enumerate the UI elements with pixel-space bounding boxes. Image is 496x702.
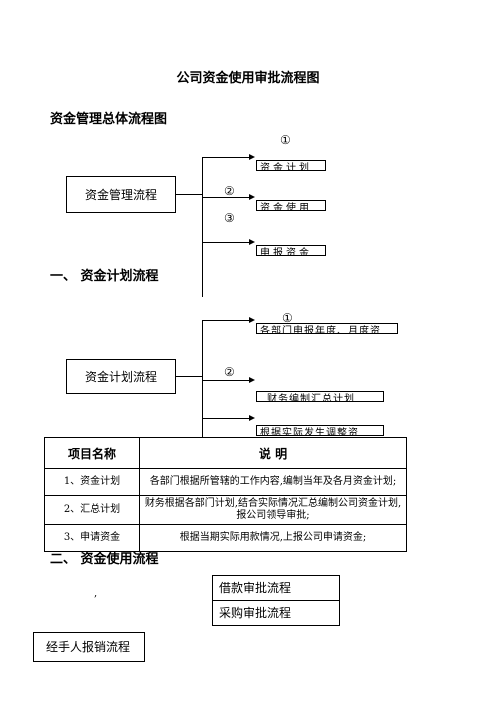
borrow-approval-item: 借款审批流程 <box>219 581 292 595</box>
plan-description-table: 项目名称 说 明 1、资金计划 各部门根据所管辖的工作内容,编制当年及各月资金计… <box>44 437 407 552</box>
plan-branch-1-box: 各部门申报年度、月度资 <box>256 323 398 334</box>
overall-trunk <box>202 157 203 297</box>
overall-num-2: ② <box>224 184 235 198</box>
overall-branch-1-box: 资金计划 <box>256 160 326 171</box>
overall-branch-2-line <box>202 197 249 198</box>
table-cell-name: 2、汇总计划 <box>44 495 140 525</box>
plan-num-2: ② <box>224 365 235 379</box>
stray-mark: , <box>94 588 98 599</box>
table-cell-desc: 根据当期实际用款情况,上报公司申请资金; <box>139 524 407 552</box>
table-header-desc: 说 明 <box>139 437 407 469</box>
usage-flow-stack: 借款审批流程 采购审批流程 <box>212 575 340 626</box>
overall-branch-1-line <box>202 157 249 158</box>
plan-trunk <box>202 320 203 437</box>
page-title: 公司资金使用审批流程图 <box>176 71 320 86</box>
table-header-name: 项目名称 <box>44 437 140 469</box>
plan-branch-3-line <box>202 418 249 419</box>
overall-branch-3-arrow <box>249 239 255 245</box>
overall-num-1: ① <box>280 133 291 147</box>
plan-num-1: ① <box>282 311 293 325</box>
section1-heading: 一、 资金计划流程 <box>50 269 159 284</box>
table-cell-desc: 各部门根据所管辖的工作内容,编制当年及各月资金计划; <box>139 468 407 496</box>
overall-num-3: ③ <box>224 211 235 225</box>
table-row: 2、汇总计划 财务根据各部门计划,结合实际情况汇总编制公司资金计划,报公司领导审… <box>44 495 407 525</box>
plan-branch-1-arrow <box>249 317 255 323</box>
overall-branch-2-box: 资金使用 <box>256 200 326 211</box>
reimbursement-flow-box: 经手人报销流程 <box>33 632 145 662</box>
overall-branch-2-arrow <box>249 194 255 200</box>
overall-main-box: 资金管理流程 <box>66 176 176 213</box>
overall-branch-3-box: 申报资金 <box>256 245 326 256</box>
table-row: 1、资金计划 各部门根据所管辖的工作内容,编制当年及各月资金计划; <box>44 468 407 496</box>
plan-main-box: 资金计划流程 <box>66 359 176 394</box>
purchase-approval-item: 采购审批流程 <box>213 600 339 625</box>
table-cell-name: 3、申请资金 <box>44 524 140 552</box>
overall-flow-heading: 资金管理总体流程图 <box>50 112 168 127</box>
table-cell-name: 1、资金计划 <box>44 468 140 496</box>
table-header-row: 项目名称 说 明 <box>44 437 407 469</box>
table-cell-desc: 财务根据各部门计划,结合实际情况汇总编制公司资金计划,报公司领导审批; <box>139 495 407 525</box>
plan-branch-2-box: 财务编制汇总计划 <box>256 391 384 402</box>
overall-branch-1-arrow <box>249 154 255 160</box>
plan-connector <box>176 376 202 377</box>
plan-branch-3-box: 根据实际发生调整资 <box>256 425 384 436</box>
overall-connector <box>176 194 202 195</box>
table-row: 3、申请资金 根据当期实际用款情况,上报公司申请资金; <box>44 524 407 552</box>
plan-branch-2-line <box>202 380 249 381</box>
plan-branch-1-line <box>202 320 249 321</box>
section2-heading: 二、 资金使用流程 <box>50 552 159 567</box>
plan-branch-3-arrow <box>249 415 255 421</box>
overall-branch-3-line <box>202 242 249 243</box>
plan-branch-2-arrow <box>249 377 255 383</box>
